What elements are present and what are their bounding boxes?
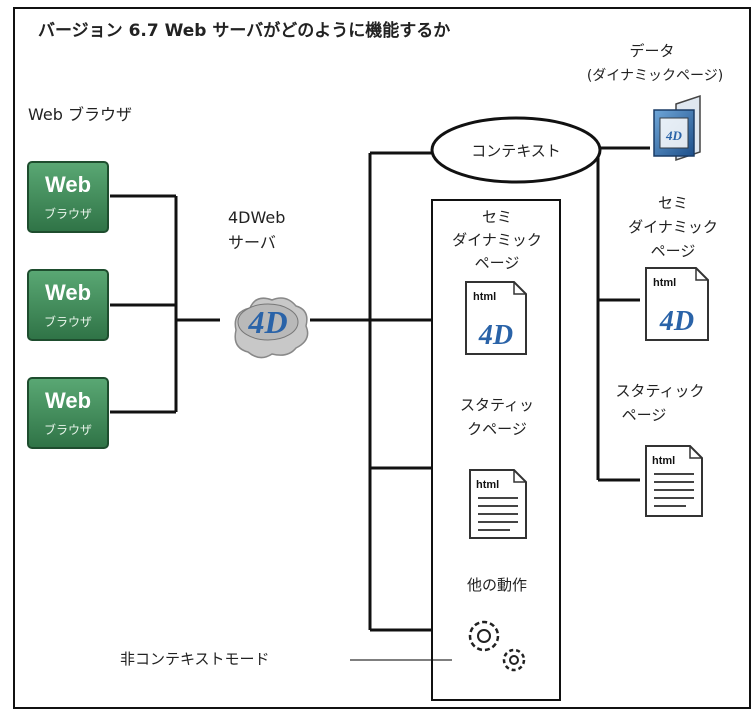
outer-frame <box>13 7 751 709</box>
right-semi-dynamic-line2: ダイナミック <box>628 218 718 236</box>
right-semi-dynamic-line3: ページ <box>651 242 696 260</box>
web-browser-box-3: Web ブラウザ <box>27 377 109 449</box>
connector-lines <box>110 146 650 632</box>
inner-static-doc-html: html <box>476 479 499 491</box>
inner-semi-dynamic-line3: ページ <box>475 254 520 272</box>
inner-semi-dynamic-line2: ダイナミック <box>452 231 542 249</box>
non-context-mode-label: 非コンテキストモード <box>120 650 270 668</box>
right-semi-dynamic-doc-4d: 4D <box>659 306 694 337</box>
dynamic-page-label: (ダイナミックページ) <box>587 68 723 84</box>
non-context-box <box>431 199 561 701</box>
database-4d-logo: 4D <box>665 128 683 143</box>
right-static-doc-icon: html <box>645 445 703 517</box>
right-semi-dynamic-doc-html: html <box>653 277 676 289</box>
right-semi-dynamic-line1: セミ <box>658 194 688 212</box>
inner-semi-dynamic-doc-4d: 4D <box>478 320 513 351</box>
server-label-line1: 4DWeb <box>228 208 285 227</box>
web-browser-box-3-title: Web <box>45 388 91 413</box>
server-label-line2: サーバ <box>228 233 276 252</box>
inner-static-line2: クページ <box>467 420 527 438</box>
gears-icon <box>468 620 526 672</box>
server-gear-icon: 4D <box>234 297 309 359</box>
right-static-line1: スタティック <box>615 382 704 400</box>
right-static-line2: ページ <box>622 406 667 424</box>
web-browser-box-2: Web ブラウザ <box>27 269 109 341</box>
web-browser-box-1: Web ブラウザ <box>27 161 109 233</box>
diagram-title: バージョン 6.7 Web サーバがどのように機能するか <box>38 20 450 41</box>
data-label: データ <box>629 42 674 60</box>
web-browser-box-2-subtitle: ブラウザ <box>44 314 92 329</box>
inner-semi-dynamic-doc-icon: html 4D <box>465 281 527 355</box>
web-browser-box-1-title: Web <box>45 172 91 197</box>
inner-static-line1: スタティッ <box>460 396 534 414</box>
inner-semi-dynamic-doc-html: html <box>473 291 496 303</box>
inner-semi-dynamic-line1: セミ <box>482 208 512 226</box>
web-browser-box-3-subtitle: ブラウザ <box>44 422 92 437</box>
context-label: コンテキスト <box>471 142 561 160</box>
context-ellipse <box>430 116 602 184</box>
web-browser-box-1-subtitle: ブラウザ <box>44 206 92 221</box>
server-4d-logo: 4D <box>247 304 287 340</box>
other-action-label: 他の動作 <box>467 576 527 594</box>
right-static-doc-html: html <box>652 455 675 467</box>
web-browser-box-2-title: Web <box>45 280 91 305</box>
right-semi-dynamic-doc-icon: html 4D <box>645 267 709 341</box>
inner-static-doc-icon: html <box>469 469 527 539</box>
web-browser-heading: Web ブラウザ <box>28 105 132 124</box>
database-stack-icon: 4D <box>653 94 701 162</box>
